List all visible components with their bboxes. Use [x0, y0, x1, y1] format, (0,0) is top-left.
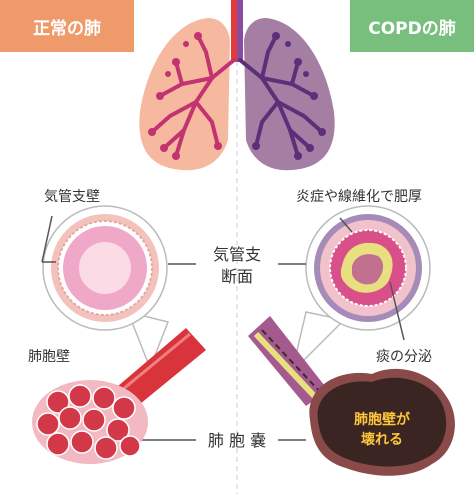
copd-bronchioles	[252, 32, 326, 160]
alveolar-sac-illustration	[32, 380, 148, 464]
alveolar-wall-label: 肺胞壁	[28, 349, 70, 365]
copd-wall-line1: 肺胞壁が	[354, 412, 410, 428]
normal-bronchioles	[148, 32, 222, 160]
copd-lung-badge: COPDの肺	[350, 0, 474, 52]
cross-section-label-line2: 断面	[220, 267, 253, 286]
normal-cross-section	[42, 205, 170, 371]
lungs-illustration	[139, 0, 335, 171]
copd-cross-section	[290, 205, 431, 375]
cross-section-label-line1: 気管支	[212, 245, 261, 264]
normal-lung-badge: 正常の肺	[0, 0, 134, 52]
normal-bronchiole-tube	[118, 328, 206, 404]
trachea-left	[231, 0, 237, 62]
trachea-right	[237, 0, 243, 62]
copd-wall-destroyed-label: 肺胞壁が 壊れる	[344, 410, 420, 450]
leader-lines	[41, 215, 405, 441]
sputum-label: 痰の分泌	[376, 349, 432, 365]
inflammation-label: 炎症や線維化で肥厚	[296, 189, 422, 205]
damaged-alveoli-illustration	[309, 368, 455, 476]
normal-bronchi	[150, 34, 236, 158]
bronchial-wall-label: 気管支壁	[44, 189, 100, 205]
alveolus-label: 肺 胞 嚢	[207, 431, 267, 450]
copd-wall-line2: 壊れる	[361, 432, 403, 448]
cross-section-label: 気管支 断面	[196, 244, 278, 288]
copd-bronchiole-tube	[248, 316, 328, 406]
